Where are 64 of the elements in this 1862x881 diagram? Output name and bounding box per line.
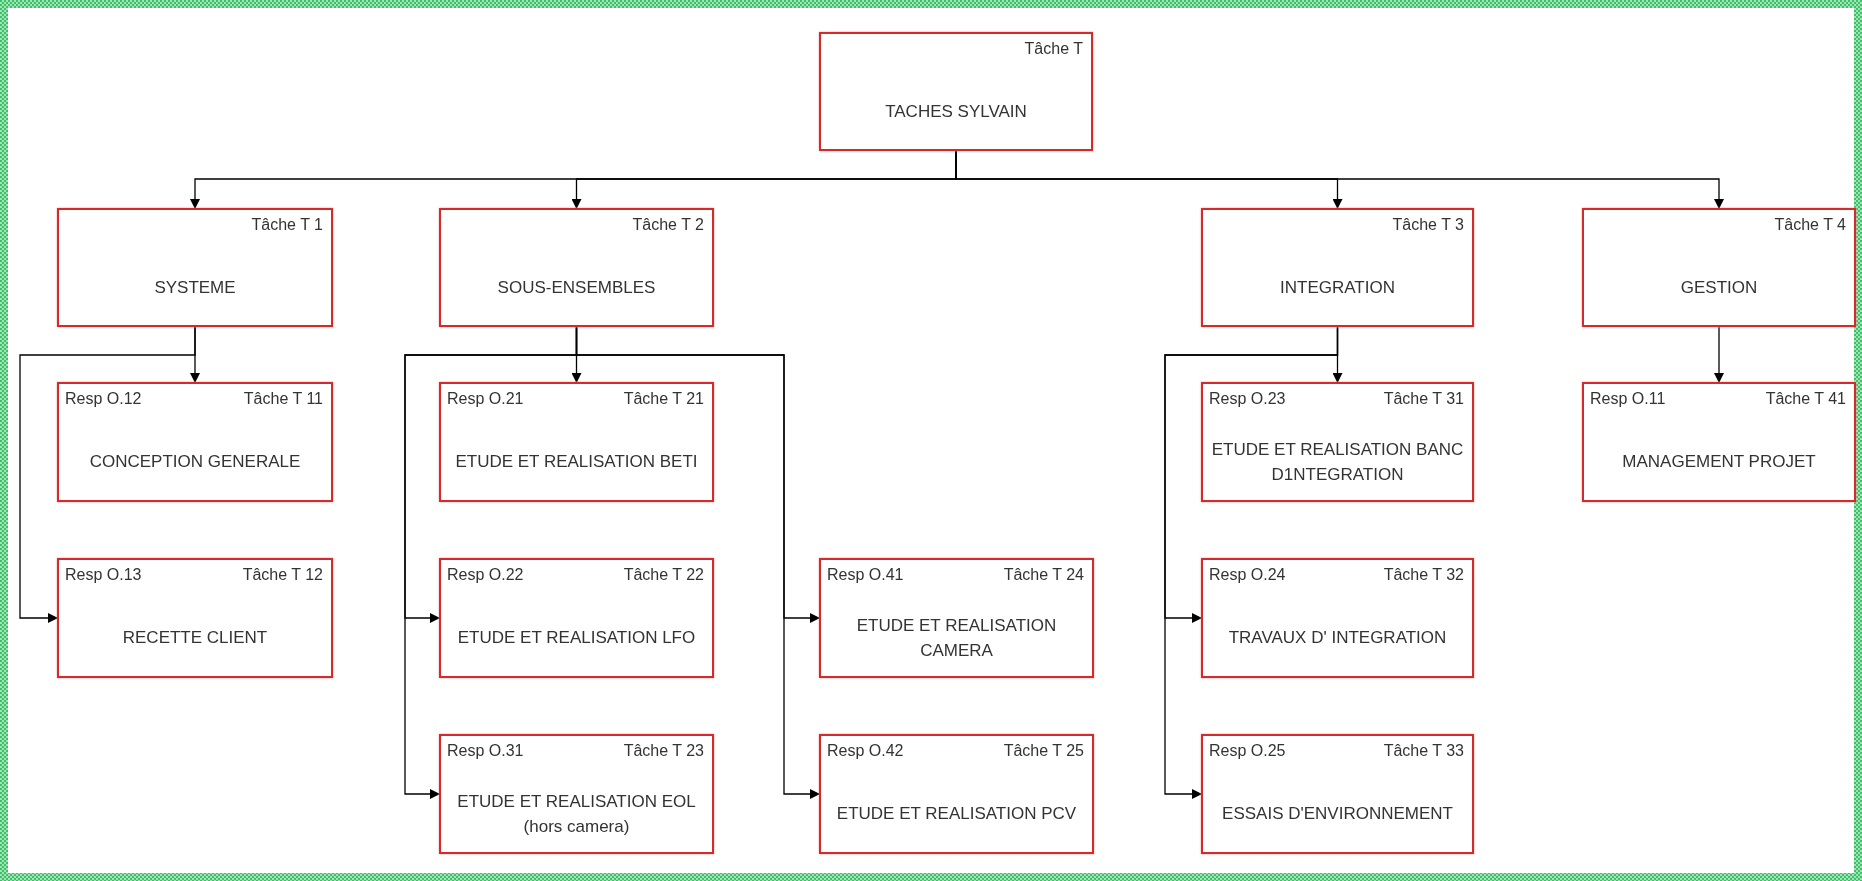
task-box bbox=[439, 558, 714, 678]
task-box bbox=[1201, 558, 1474, 678]
task-number: Tâche T 33 bbox=[1383, 742, 1464, 760]
task-title: ETUDE ET REALISATION LFO bbox=[457, 627, 696, 650]
task-title: ETUDE ET REALISATION PCV bbox=[836, 803, 1077, 826]
task-title: INTEGRATION bbox=[1280, 276, 1395, 299]
task-title: ESSAIS D'ENVIRONNEMENT bbox=[1222, 803, 1453, 826]
task-title: GESTION bbox=[1680, 276, 1758, 299]
task-number: Tâche T 12 bbox=[242, 566, 323, 584]
task-box bbox=[1201, 208, 1474, 327]
responsible-label: Resp O.22 bbox=[447, 566, 524, 584]
task-title: SYSTEME bbox=[154, 276, 236, 299]
task-number: Tâche T 23 bbox=[623, 742, 704, 760]
responsible-label: Resp O.21 bbox=[447, 390, 524, 408]
task-box bbox=[57, 558, 333, 678]
task-title: RECETTE CLIENT bbox=[122, 627, 268, 650]
task-box bbox=[1582, 208, 1856, 327]
responsible-label: Resp O.31 bbox=[447, 742, 524, 760]
task-number: Tâche T 21 bbox=[623, 390, 704, 408]
task-number: Tâche T 1 bbox=[251, 216, 323, 234]
connector-arrow bbox=[955, 150, 1724, 209]
task-title: TACHES SYLVAIN bbox=[885, 100, 1027, 123]
connector-arrow bbox=[1714, 326, 1724, 383]
connector-arrow bbox=[1164, 326, 1339, 799]
task-box bbox=[819, 558, 1094, 678]
responsible-label: Resp O.24 bbox=[1209, 566, 1286, 584]
task-title: TRAVAUX D' INTEGRATION bbox=[1228, 627, 1447, 650]
task-number: Tâche T 22 bbox=[623, 566, 704, 584]
task-number: Tâche T 32 bbox=[1383, 566, 1464, 584]
task-title: CONCEPTION GENERALE bbox=[89, 451, 301, 474]
task-title: ETUDE ET REALISATION EOL (hors camera) bbox=[456, 790, 697, 838]
task-title: ETUDE ET REALISATION BETI bbox=[455, 451, 698, 474]
task-box bbox=[439, 382, 714, 502]
responsible-label: Resp O.23 bbox=[1209, 390, 1286, 408]
task-box bbox=[1201, 382, 1474, 502]
task-box bbox=[819, 734, 1094, 854]
task-number: Tâche T 31 bbox=[1383, 390, 1464, 408]
task-number: Tâche T 2 bbox=[632, 216, 704, 234]
responsible-label: Resp O.12 bbox=[65, 390, 142, 408]
task-box bbox=[819, 32, 1093, 151]
responsible-label: Resp O.41 bbox=[827, 566, 904, 584]
task-title: MANAGEMENT PROJET bbox=[1622, 451, 1816, 474]
task-title: SOUS-ENSEMBLES bbox=[497, 276, 656, 299]
responsible-label: Resp O.13 bbox=[65, 566, 142, 584]
responsible-label: Resp O.25 bbox=[1209, 742, 1286, 760]
task-number: Tâche T 3 bbox=[1392, 216, 1464, 234]
responsible-label: Resp O.42 bbox=[827, 742, 904, 760]
task-box bbox=[57, 208, 333, 327]
responsible-label: Resp O.11 bbox=[1590, 390, 1666, 408]
task-number: Tâche T 11 bbox=[243, 390, 323, 408]
task-box bbox=[1201, 734, 1474, 854]
task-box bbox=[439, 208, 714, 327]
task-box bbox=[1582, 382, 1856, 502]
task-box bbox=[57, 382, 333, 502]
task-number: Tâche T 25 bbox=[1003, 742, 1084, 760]
task-box bbox=[439, 734, 714, 854]
connector-arrow bbox=[19, 326, 196, 623]
task-number: Tâche T bbox=[1024, 40, 1083, 58]
task-number: Tâche T 24 bbox=[1003, 566, 1084, 584]
connector-arrow bbox=[575, 326, 820, 799]
task-number: Tâche T 4 bbox=[1774, 216, 1846, 234]
task-number: Tâche T 41 bbox=[1765, 390, 1846, 408]
task-title: ETUDE ET REALISATION CAMERA bbox=[855, 614, 1058, 662]
task-title: ETUDE ET REALISATION BANC D1NTEGRATION bbox=[1210, 438, 1465, 486]
